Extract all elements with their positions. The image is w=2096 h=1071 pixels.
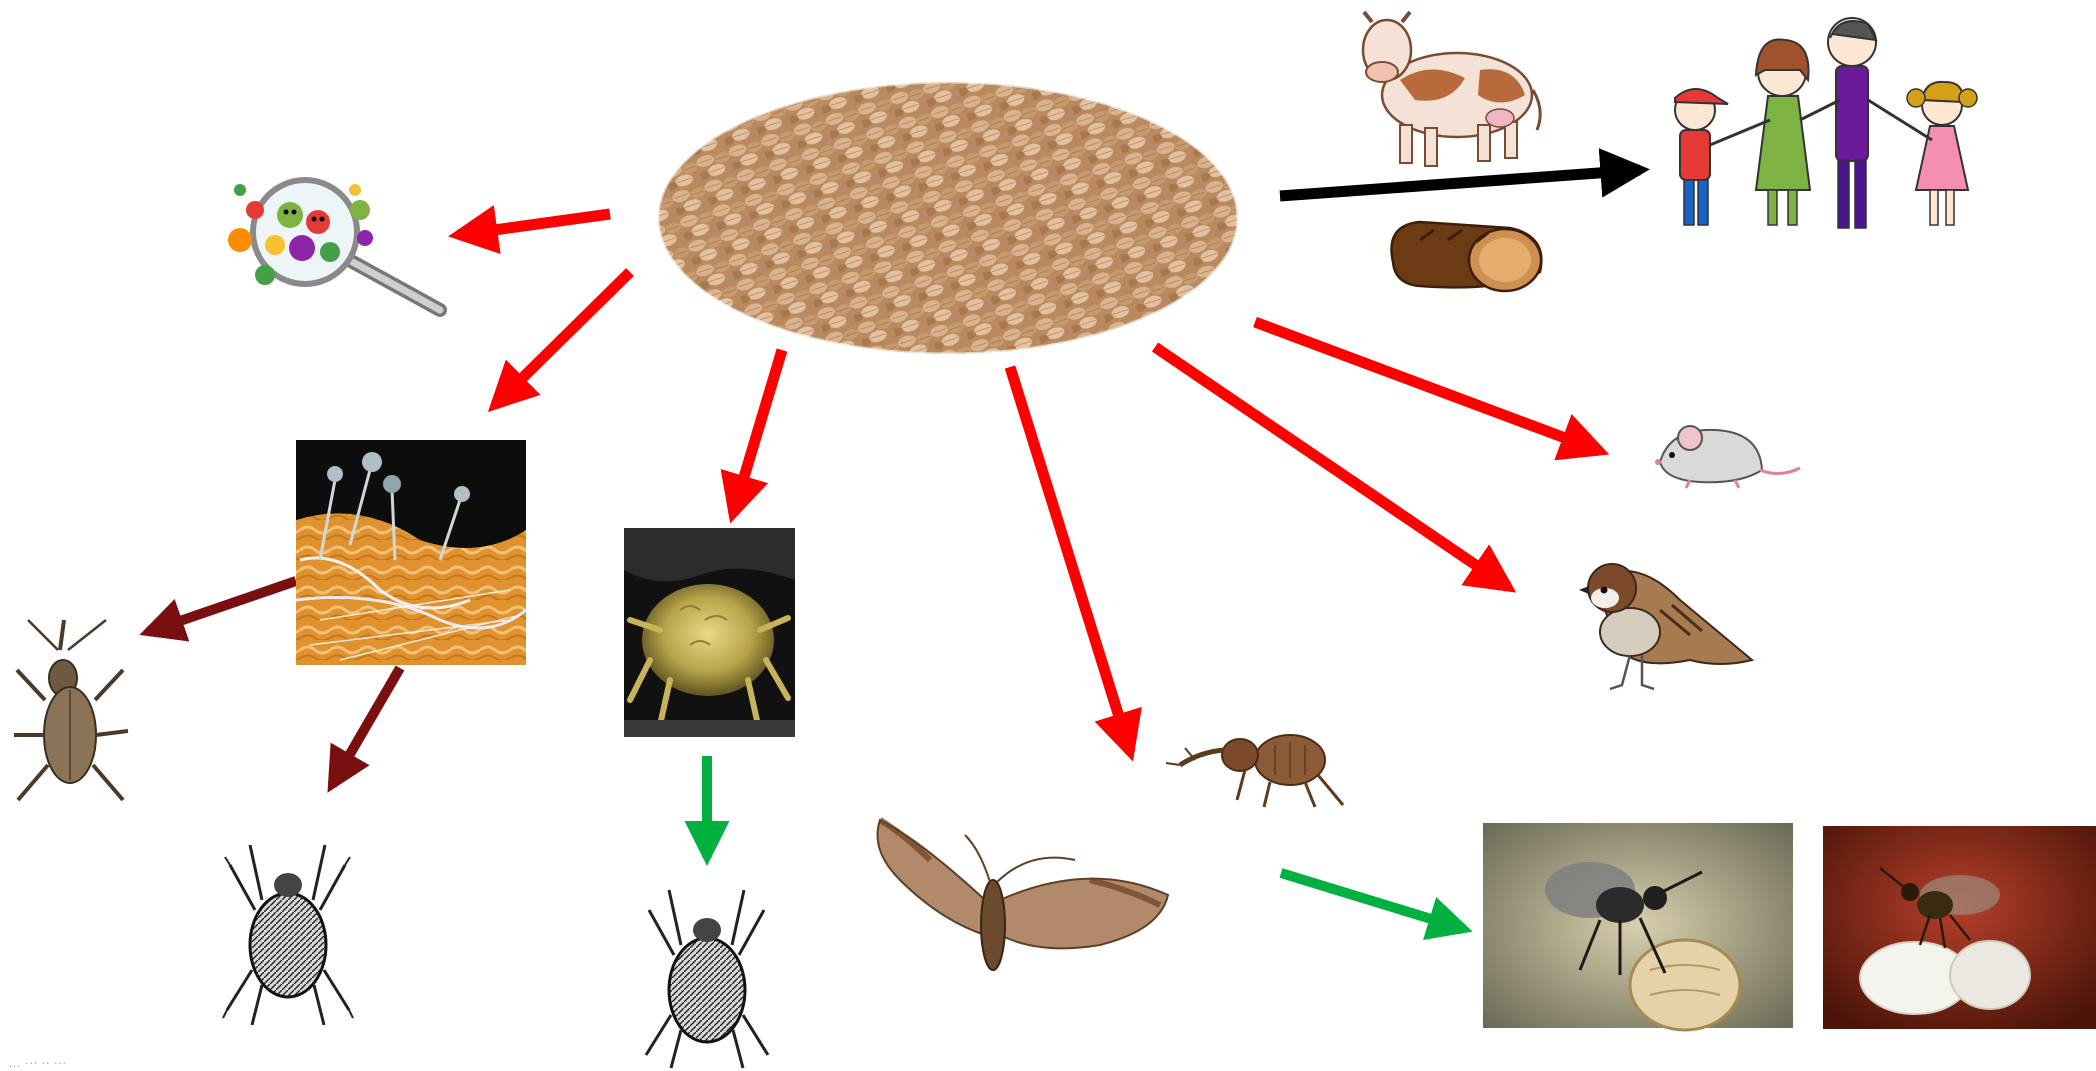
parasitoid-wasp-on-eggs-photo	[1823, 826, 2096, 1029]
arrow-grain-to-fungi	[495, 272, 630, 405]
mite-drawing-icon	[223, 845, 353, 1025]
grain-weevil-icon	[1166, 735, 1343, 807]
arrow-weevil-to-parasitoid	[1281, 873, 1464, 929]
sparrow-icon	[1579, 564, 1752, 689]
family-icon	[1675, 18, 1977, 228]
arrow-grain-to-sparrow	[1155, 347, 1508, 587]
arrow-grain-to-microbes	[458, 214, 610, 235]
moth-icon	[878, 820, 1169, 970]
mouse-icon	[1655, 426, 1800, 488]
bread-icon	[1392, 222, 1542, 291]
arrow-grain-to-weevil	[1010, 367, 1130, 752]
wheat-grain-pile	[658, 82, 1238, 354]
cow-icon	[1363, 12, 1540, 166]
faint-caption: … ··· ·· ···	[8, 1055, 66, 1070]
weevil-icon	[14, 620, 128, 800]
arrow-fungi-to-mite	[332, 668, 400, 785]
arrow-grain-to-family	[1280, 170, 1640, 196]
arrow-grain-to-mouse	[1255, 322, 1600, 451]
parasitoid-wasp-photo	[1483, 823, 1793, 1030]
grain-mite-micrograph	[624, 528, 795, 737]
arrow-grain-to-grain-mite	[733, 350, 782, 514]
microbes-magnifier-icon	[228, 180, 440, 310]
fungus-micrograph	[296, 440, 526, 665]
arrow-fungi-to-weevil	[148, 581, 296, 632]
mite-drawing-icon	[646, 890, 768, 1068]
